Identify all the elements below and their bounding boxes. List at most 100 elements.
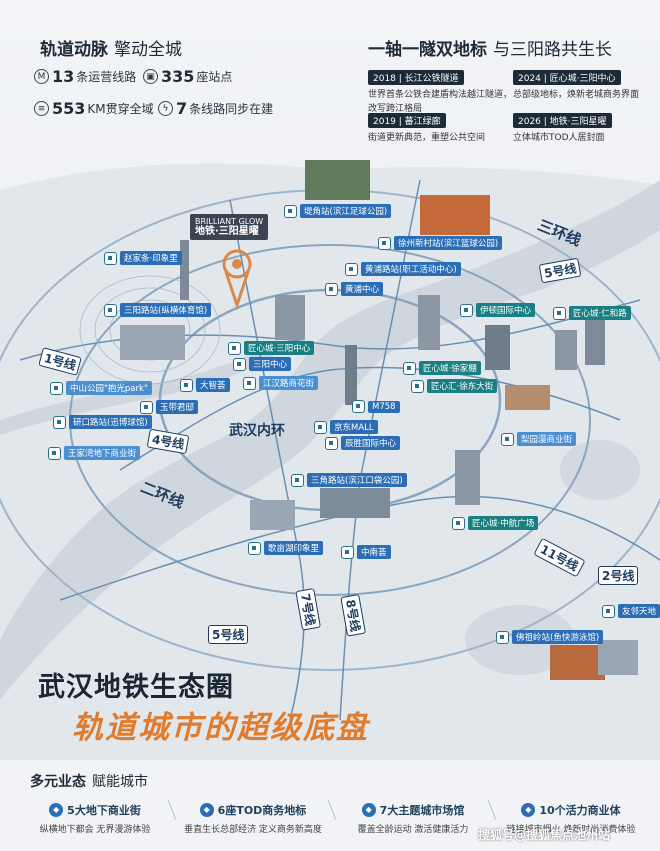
station-marker[interactable]: 中南荟 <box>341 545 391 559</box>
station-marker[interactable]: 三阳中心 <box>233 357 292 371</box>
track-icon: ≡ <box>34 101 49 116</box>
station-pin-icon <box>325 436 338 450</box>
timeline-item: 2024 | 匠心城·三阳中心 总部级地标，焕新老城商务界面 <box>513 66 639 102</box>
station-label: 三阳路站(纵横体育馆) <box>120 303 212 317</box>
station-pin-icon <box>403 361 416 375</box>
feature-desc: 覆盖全龄运动 激活健康活力 <box>357 825 469 835</box>
stat-number: 553 <box>52 99 86 118</box>
station-marker[interactable]: 梨园漫商业街 <box>501 432 577 446</box>
shop-icon: ◆ <box>49 803 64 817</box>
feature-desc: 链接城市烟火 焕新时尚消费体验 <box>506 825 636 835</box>
station-pin-icon <box>180 378 193 392</box>
station-marker[interactable]: 堤角站(滨江足球公园) <box>284 204 392 218</box>
header-right-title-text: 一轴一隧双地标 <box>368 40 487 60</box>
station-marker[interactable]: 三角路站(滨江口袋公园) <box>291 473 407 487</box>
station-label: 玉带君邸 <box>156 400 199 414</box>
station-pin-icon <box>602 604 615 618</box>
inner-ring-label: 武汉内环 <box>229 423 285 439</box>
station-marker[interactable]: 研口路站(迅博球馆) <box>53 415 152 429</box>
timeline-text: 立体城市TOD人居封面 <box>513 133 605 143</box>
station-marker[interactable]: 黄浦路站(职工活动中心) <box>345 262 461 276</box>
station-label: 三阳中心 <box>249 357 292 371</box>
watermark-text: 搜狐号@搜狐焦点池州站 <box>478 828 611 842</box>
timeline-badge: 2019 | 蕃江绿廊 <box>368 113 446 128</box>
station-label: 匠心城·三阳中心 <box>244 341 315 355</box>
station-marker[interactable]: 辰胜国际中心 <box>325 436 401 450</box>
station-marker[interactable]: 匠心城·三阳中心 <box>228 341 315 355</box>
location-pin-icon <box>222 249 252 310</box>
station-marker[interactable]: 王家湾地下商业街 <box>48 446 141 460</box>
station-marker[interactable]: 友邻天地 <box>602 604 660 618</box>
feature-item: ◆5大地下商业街 纵横地下都会 无界漫游体验 <box>20 797 170 835</box>
stat-number: 335 <box>161 67 195 86</box>
towers <box>120 240 638 680</box>
station-marker[interactable]: 三阳路站(纵横体育馆) <box>104 303 212 317</box>
station-pin-icon <box>341 545 354 559</box>
station-pin-icon <box>50 381 63 395</box>
timeline-badge: 2018 | 长江公铁隧道 <box>368 70 464 85</box>
header-right-title: 一轴一隧双地标与三阳路共生长 <box>368 35 612 60</box>
feature-head: 6座TOD商务地标 <box>217 804 307 817</box>
timeline-badge: 2024 | 匠心城·三阳中心 <box>513 70 621 85</box>
station-pin-icon <box>501 432 514 446</box>
station-label: 堤角站(滨江足球公园) <box>300 204 392 218</box>
station-marker[interactable]: 伊顿国际中心 <box>460 303 536 317</box>
station-label: 徐州新村站(滨江篮球公园) <box>394 236 503 250</box>
station-marker[interactable]: 玉带君邸 <box>140 400 199 414</box>
station-pin-icon <box>104 303 117 317</box>
station-marker[interactable]: 匠心城·中航广场 <box>452 516 539 530</box>
footer-subtitle: 赋能城市 <box>92 774 148 790</box>
feature-item: ◆7大主题城市场馆 覆盖全龄运动 激活健康活力 <box>338 797 488 835</box>
station-marker[interactable]: 徐州新村站(滨江篮球公园) <box>378 236 503 250</box>
station-label: 赵家条·印象里 <box>120 251 182 265</box>
station-marker[interactable]: 匠心汇·徐东大街 <box>411 379 498 393</box>
station-marker[interactable]: M758 <box>352 400 400 413</box>
station-marker[interactable]: 歌亩湖印象里 <box>248 541 324 555</box>
station-marker[interactable]: 匠心城·仁和路 <box>553 306 631 320</box>
station-label: 江汉路商花街 <box>259 376 319 390</box>
station-marker[interactable]: 大智荟 <box>180 378 230 392</box>
station-marker[interactable]: 江汉路商花街 <box>243 376 319 390</box>
station-label: M758 <box>368 400 400 413</box>
line-tag: 2号线 <box>598 566 639 585</box>
station-pin-icon <box>352 400 365 413</box>
feature-head: 7大主题城市场馆 <box>379 804 465 817</box>
station-marker[interactable]: 佛祖岭站(鱼快游泳馆) <box>496 630 604 644</box>
station-label: 匠心城·中航广场 <box>468 516 539 530</box>
station-label: 佛祖岭站(鱼快游泳馆) <box>512 630 604 644</box>
station-label: 匠心汇·徐东大街 <box>427 379 498 393</box>
yangtze-river <box>0 180 660 700</box>
station-marker[interactable]: 中山公园"抱光park" <box>50 381 152 395</box>
feature-head: 10个活力商业体 <box>539 804 621 817</box>
station-pin-icon <box>140 400 153 414</box>
station-pin-icon <box>48 446 61 460</box>
stat-text: 条运营线路 <box>76 70 137 84</box>
station-pin-icon <box>284 204 297 218</box>
metro-icon: M <box>34 69 49 84</box>
station-pin-icon <box>233 357 246 371</box>
stat-number: 13 <box>52 67 75 86</box>
feature-item: ◆10个活力商业体 链接城市烟火 焕新时尚消费体验 <box>496 797 646 835</box>
station-label: 三角路站(滨江口袋公园) <box>307 473 407 487</box>
footer-title: 多元业态赋能城市 <box>30 771 148 791</box>
station-marker[interactable]: 赵家条·印象里 <box>104 251 182 265</box>
lightning-icon: ϟ <box>158 101 173 116</box>
feature-desc: 垂直生长总部经济 定义商务新高度 <box>184 825 322 835</box>
station-marker[interactable]: 黄浦中心 <box>325 282 384 296</box>
station-label: 辰胜国际中心 <box>341 436 401 450</box>
timeline-item: 2026 | 地铁·三阳星曜 立体城市TOD人居封面 <box>513 109 612 145</box>
lake <box>560 440 640 500</box>
station-label: 黄浦中心 <box>341 282 384 296</box>
station-marker[interactable]: 京东MALL <box>314 420 378 434</box>
basketball-photo <box>420 195 490 235</box>
station-marker[interactable]: 匠心城·徐家棚 <box>403 361 481 375</box>
stadium-icon: ◆ <box>361 803 376 817</box>
station-icon: ▣ <box>143 69 158 84</box>
station-pin-icon <box>314 420 327 434</box>
station-pin-icon <box>325 282 338 296</box>
station-label: 匠心城·徐家棚 <box>419 361 481 375</box>
header-right-subtitle: 与三阳路共生长 <box>493 40 612 60</box>
footer-title-text: 多元业态 <box>30 774 86 790</box>
